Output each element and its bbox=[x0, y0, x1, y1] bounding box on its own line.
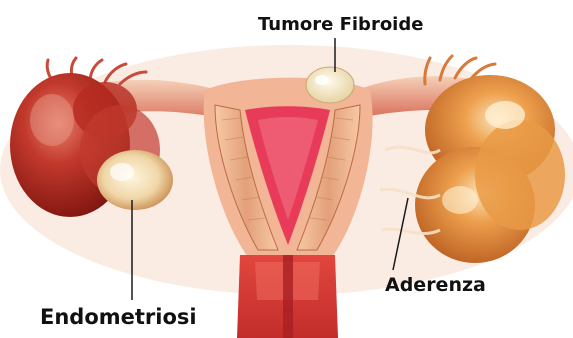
endometriosis-cyst bbox=[97, 150, 173, 210]
fibroid-tumor bbox=[306, 67, 354, 103]
adhesion-label: Aderenza bbox=[385, 276, 486, 295]
fibroid-label: Tumore Fibroide bbox=[258, 16, 423, 34]
endometriosis-label: Endometriosi bbox=[40, 307, 197, 328]
